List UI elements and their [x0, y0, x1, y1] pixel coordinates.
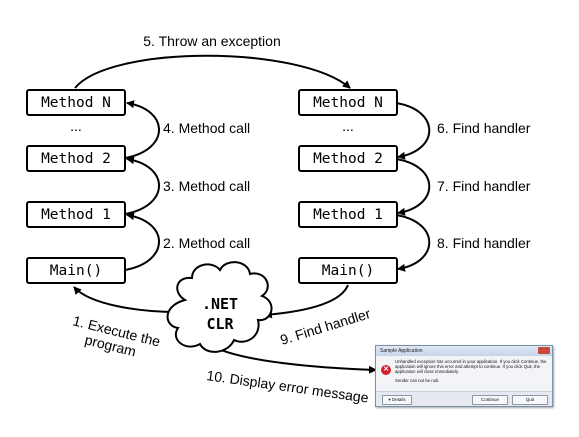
- error-icon: ✕: [381, 365, 391, 375]
- quit-button[interactable]: Quit: [512, 395, 548, 405]
- close-icon[interactable]: [538, 347, 550, 354]
- arrow-method-call-2: [124, 212, 160, 271]
- error-dialog: Sample Application ✕ Unhandled exception…: [375, 345, 553, 407]
- dialog-footer: ▾ Details Continue Quit: [376, 391, 552, 406]
- arrow-find-handler-6: [395, 102, 431, 160]
- continue-button[interactable]: Continue: [472, 395, 508, 405]
- arrow-find-handler-7: [395, 158, 431, 216]
- right-method-2-label: Method 2: [313, 150, 383, 167]
- arrow-throw-exception: [74, 54, 351, 89]
- details-button-label: Details: [391, 397, 406, 402]
- quit-button-label: Quit: [525, 397, 535, 402]
- dialog-message: Unhandled exception has occurred in your…: [395, 359, 547, 375]
- left-main-label: Main(): [49, 262, 103, 279]
- step-5-label: 5. Throw an exception: [143, 33, 281, 49]
- step-4-label: 4. Method call: [163, 120, 250, 136]
- right-ellipsis: ...: [342, 118, 354, 134]
- dialog-detail: Sender can not be null.: [395, 378, 440, 383]
- step-3-label: 3. Method call: [163, 178, 250, 194]
- left-method-1-box: Method 1: [26, 201, 126, 228]
- right-method-1-label: Method 1: [313, 206, 383, 223]
- arrow-method-call-3: [124, 156, 160, 215]
- clr-line-2: CLR: [206, 315, 234, 333]
- step-7-label: 7. Find handler: [437, 178, 531, 194]
- step-2-label: 2. Method call: [163, 235, 250, 251]
- step-10-label: 10. Display error message: [206, 367, 370, 406]
- right-main-box: Main(): [298, 257, 398, 284]
- step-8-label: 8. Find handler: [437, 235, 531, 251]
- left-main-box: Main(): [26, 257, 126, 284]
- right-method-1-box: Method 1: [298, 201, 398, 228]
- dialog-title: Sample Application: [380, 348, 423, 354]
- dialog-titlebar: Sample Application: [376, 346, 552, 356]
- left-ellipsis: ...: [70, 118, 82, 134]
- left-method-n-box: Method N: [26, 89, 126, 116]
- step-6-label: 6. Find handler: [437, 120, 531, 136]
- chevron-down-icon: ▾: [388, 397, 391, 402]
- left-method-2-box: Method 2: [26, 145, 126, 172]
- left-method-n-label: Method N: [41, 94, 111, 111]
- arrow-method-call-4: [124, 100, 160, 159]
- arrow-find-handler-9: [264, 284, 349, 319]
- left-method-2-label: Method 2: [41, 150, 111, 167]
- left-method-1-label: Method 1: [41, 206, 111, 223]
- clr-line-1: .NET: [202, 295, 238, 313]
- right-main-label: Main(): [321, 262, 375, 279]
- right-method-n-box: Method N: [298, 89, 398, 116]
- details-button[interactable]: ▾ Details: [382, 395, 412, 405]
- right-method-n-label: Method N: [313, 94, 383, 111]
- arrow-find-handler-8: [395, 214, 431, 272]
- continue-button-label: Continue: [480, 397, 499, 402]
- right-method-2-box: Method 2: [298, 145, 398, 172]
- arrow-display-error: [209, 344, 377, 374]
- clr-cloud: [166, 261, 273, 353]
- arrow-execute-program: [73, 286, 179, 313]
